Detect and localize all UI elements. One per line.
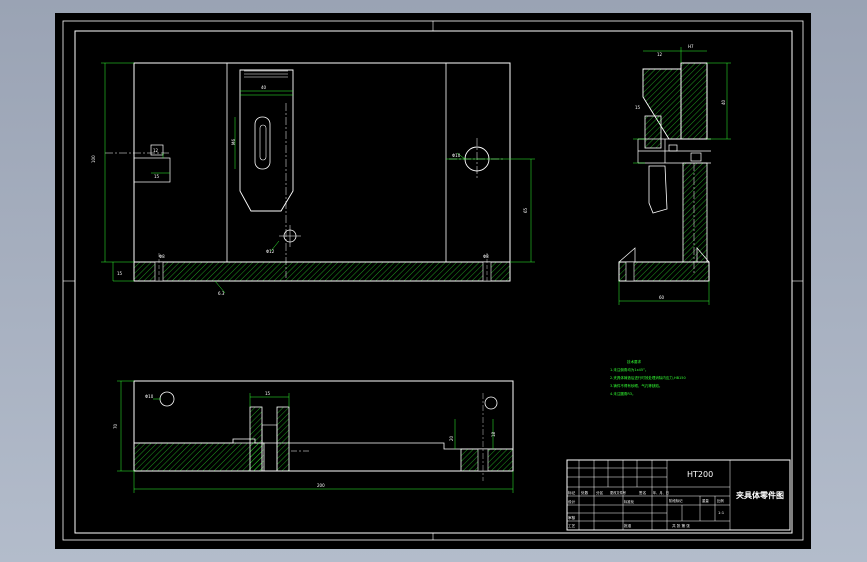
tb-label-weight: 重量 bbox=[702, 498, 709, 503]
dim-side-width: 60 bbox=[659, 295, 665, 300]
dim-front-hole-left: 12 bbox=[153, 148, 159, 153]
tech-req-item-1: 1.未注倒角均为1x45°。 bbox=[610, 367, 648, 372]
tb-label-sign: 签名 bbox=[639, 490, 647, 495]
tb-label-zone: 分区 bbox=[596, 490, 604, 495]
tb-label-process: 工艺 bbox=[568, 523, 576, 528]
sheet-inner-border bbox=[74, 30, 793, 534]
title-block-title: 夹具体零件图 bbox=[736, 490, 784, 500]
front-view: 100 65 15 40 12 15 Φ10 M6 Φ12 Φ8 Φ8 6.3 bbox=[91, 62, 535, 296]
dim-front-base: 15 bbox=[117, 271, 123, 276]
tech-req-title: 技术要求 bbox=[627, 359, 641, 364]
dim-front-phi-right: Φ8 bbox=[483, 254, 489, 259]
dim-front-hole-left-b: 15 bbox=[154, 174, 160, 179]
dim-front-slot: Φ12 bbox=[266, 249, 275, 254]
dim-plan-hole: Φ10 bbox=[145, 394, 154, 399]
dim-front-hole-right: Φ10 bbox=[452, 153, 461, 158]
dim-plan-right-b: 18 bbox=[491, 431, 496, 437]
tech-req-item-2: 2.夹具体铸造后进行时效处理消除内应力,HB150 bbox=[610, 375, 686, 380]
tech-req-item-3: 3.铸件不得有砂眼、气孔等缺陷。 bbox=[610, 383, 662, 388]
dim-plan-slot: 15 bbox=[265, 391, 271, 396]
title-block: HT200 夹具体零件图 标记 处数 分区 更改文件号 签名 年、月、日 设计 … bbox=[566, 459, 791, 531]
dim-plan-right-height: 20 bbox=[449, 435, 454, 441]
tech-req-item-4: 4.未注圆角R3。 bbox=[610, 391, 636, 396]
tb-label-sheets: 共 张 第 张 bbox=[672, 523, 690, 528]
technical-requirements: 技术要求 1.未注倒角均为1x45°。 2.夹具体铸造后进行时效处理消除内应力,… bbox=[610, 359, 686, 396]
tb-label-date: 年、月、日 bbox=[653, 490, 669, 495]
tb-label-approve: 批准 bbox=[624, 523, 632, 528]
tb-label-standardization: 标准化 bbox=[624, 499, 635, 504]
tb-label-change-doc: 更改文件号 bbox=[610, 490, 626, 495]
title-block-material: HT200 bbox=[687, 470, 713, 479]
dim-plan-width: 200 bbox=[317, 483, 325, 488]
dim-side-height: 40 bbox=[721, 99, 726, 105]
dim-plan-depth: 70 bbox=[113, 423, 118, 429]
dim-front-bottom: 6.3 bbox=[218, 291, 225, 296]
plan-view: 200 70 Φ10 15 20 18 bbox=[113, 380, 514, 493]
dim-front-height: 100 bbox=[91, 155, 96, 163]
dim-front-width: 40 bbox=[261, 85, 267, 90]
dim-front-hole-small: M6 bbox=[231, 139, 236, 145]
tb-label-mark: 标记 bbox=[568, 490, 576, 495]
tb-label-count: 处数 bbox=[581, 490, 589, 495]
side-view: 12 H7 40 15 60 bbox=[618, 44, 731, 305]
cad-viewport[interactable]: 100 65 15 40 12 15 Φ10 M6 Φ12 Φ8 Φ8 6.3 bbox=[55, 13, 811, 549]
dim-side-top-b: H7 bbox=[688, 44, 694, 49]
dim-front-right-height: 65 bbox=[523, 207, 528, 213]
tb-label-stage: 阶段标记 bbox=[669, 498, 683, 503]
sheet-center-marks bbox=[63, 21, 803, 540]
engineering-drawing: 100 65 15 40 12 15 Φ10 M6 Φ12 Φ8 Φ8 6.3 bbox=[62, 20, 804, 541]
tb-label-scale: 比例 bbox=[717, 498, 724, 503]
dim-side-mid: 15 bbox=[635, 105, 641, 110]
tb-scale-value: 1:1 bbox=[718, 510, 725, 515]
dim-side-top-a: 12 bbox=[657, 52, 663, 57]
dim-front-phi-left: Φ8 bbox=[159, 254, 165, 259]
tb-label-design: 设计 bbox=[568, 499, 576, 504]
tb-label-review: 审核 bbox=[568, 515, 576, 520]
